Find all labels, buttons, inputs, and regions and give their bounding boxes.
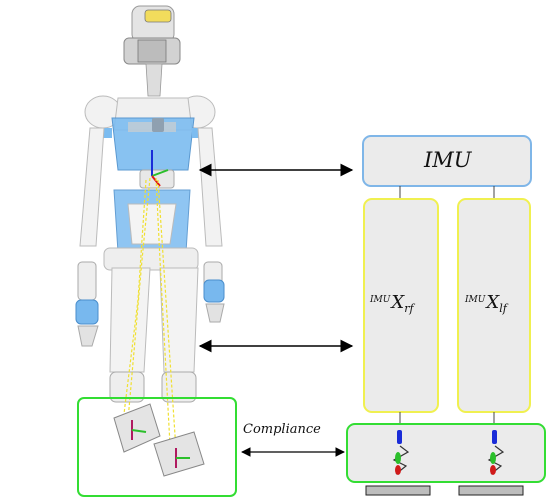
left-leg-transform-superscript: IMU [465,295,486,305]
robot-pelvis [103,169,199,271]
left-foot-spring-symbol [487,430,505,475]
robot-legs [109,267,199,403]
left-foot-ground-plate [458,485,524,496]
robot-torso [84,95,216,171]
right-leg-transform-subscript: rf [404,302,414,315]
robot-head [123,5,181,97]
right-leg-transform-superscript: IMU [370,295,391,305]
robot-feet-highlight-box [77,397,237,497]
robot-feet [113,403,205,477]
right-leg-transform-symbol: X [391,292,405,313]
left-leg-transform-subscript: lf [499,302,507,315]
imu-block [362,135,532,187]
compliance-label: Compliance [243,422,321,437]
imu-label: IMU [424,148,472,172]
right-leg-chain-block [363,198,439,413]
right-leg-transform-label: IMUXrf [370,292,414,315]
humanoid-robot-illustration [75,5,225,477]
compliance-block [346,423,546,483]
right-foot-spring-symbol [392,430,410,475]
left-leg-transform-label: IMUXlf [465,292,507,315]
left-leg-transform-symbol: X [486,292,500,313]
kinematic-chain-lines [121,177,177,451]
right-foot-ground-plate [365,485,431,496]
robot-arms [75,127,225,347]
